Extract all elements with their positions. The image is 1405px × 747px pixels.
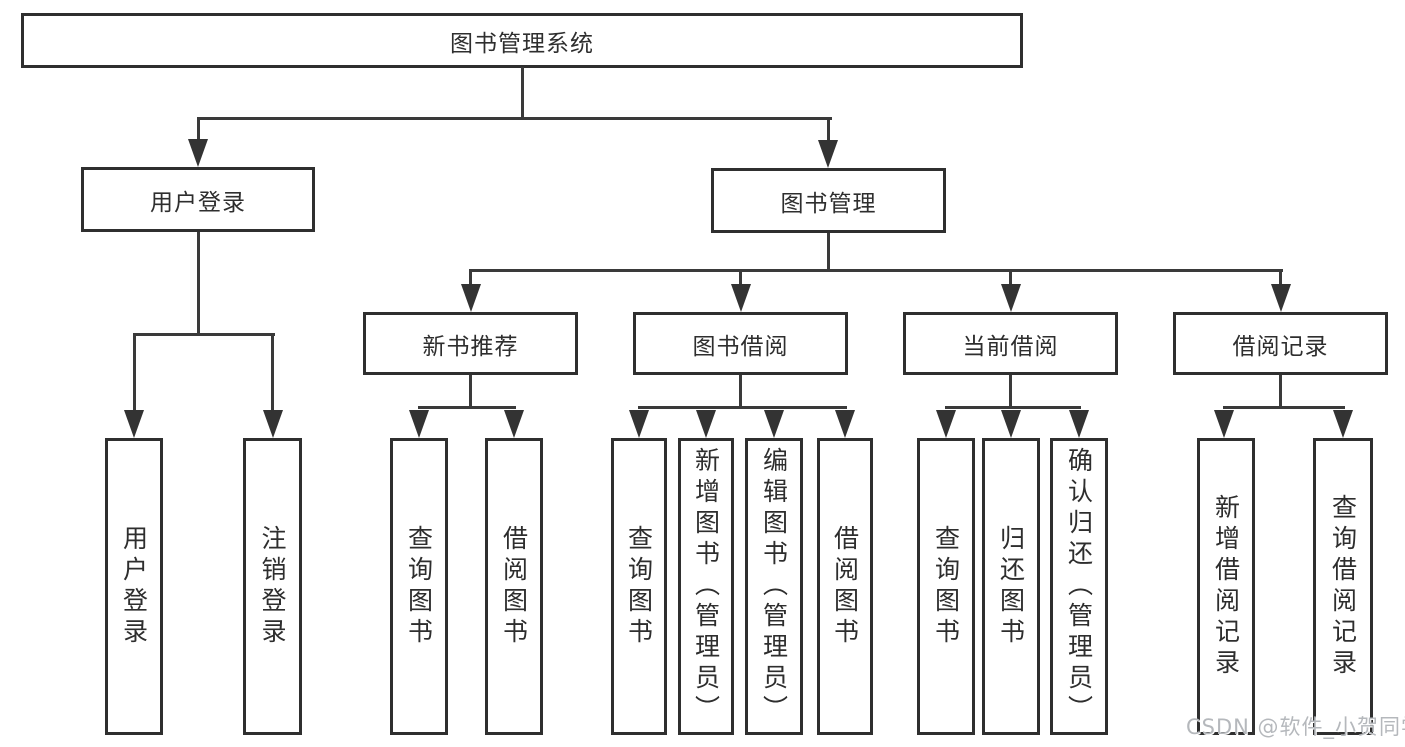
arrow-down-icon (818, 140, 838, 168)
node-book-management: 图书管理 (711, 168, 946, 233)
leaf-borrow-query: 查询图书 (611, 438, 667, 735)
connector-line (132, 333, 275, 336)
leaf-logout-label: 注销登录 (258, 524, 287, 649)
node-user-login: 用户登录 (81, 167, 315, 232)
leaf-user-login: 用户登录 (105, 438, 163, 735)
leaf-borrow-edit-admin-label: 编辑图书（管理员） (759, 447, 789, 726)
connector-line (469, 269, 1283, 272)
leaf-records-query-label: 查询借阅记录 (1328, 493, 1358, 680)
leaf-user-login-label: 用户登录 (119, 524, 149, 649)
connector-line (826, 233, 830, 272)
leaf-newbook-query: 查询图书 (390, 438, 448, 735)
connector-line (944, 406, 1081, 409)
node-book-borrow-label: 图书借阅 (692, 333, 789, 360)
leaf-borrow-borrow: 借阅图书 (817, 438, 873, 735)
leaf-borrow-edit-admin: 编辑图书（管理员） (745, 438, 803, 735)
node-current-borrow: 当前借阅 (903, 312, 1118, 375)
arrow-down-icon (1214, 410, 1234, 438)
leaf-current-query: 查询图书 (917, 438, 975, 735)
connector-line (1279, 269, 1282, 287)
node-borrow-records-label: 借阅记录 (1232, 333, 1329, 360)
connector-line (1279, 375, 1282, 409)
connector-line (196, 232, 200, 336)
arrow-down-icon (262, 410, 283, 438)
arrow-down-icon (629, 410, 649, 438)
arrow-down-icon (936, 410, 956, 438)
arrow-down-icon (504, 410, 524, 438)
arrow-down-icon (696, 410, 716, 438)
leaf-records-add-label: 新增借阅记录 (1211, 493, 1241, 680)
leaf-current-confirm-admin-label: 确认归还（管理员） (1064, 447, 1094, 726)
arrow-down-icon (188, 139, 208, 167)
arrow-down-icon (124, 410, 144, 438)
node-new-book-recommend: 新书推荐 (363, 312, 578, 375)
connector-line (132, 333, 136, 413)
arrow-down-icon (1001, 410, 1021, 438)
csdn-watermark: CSDN @软件_小贺同学 (1186, 715, 1405, 739)
leaf-borrow-add-admin-label: 新增图书（管理员） (691, 447, 721, 726)
connector-line (739, 269, 742, 287)
arrow-down-icon (835, 410, 855, 438)
leaf-current-query-label: 查询图书 (931, 524, 961, 649)
connector-line (196, 117, 200, 143)
node-current-borrow-label: 当前借阅 (962, 333, 1059, 360)
arrow-down-icon (409, 410, 429, 438)
leaf-newbook-query-label: 查询图书 (404, 524, 434, 649)
connector-line (1222, 406, 1345, 409)
connector-line (271, 333, 274, 413)
leaf-current-return-label: 归还图书 (996, 524, 1026, 649)
leaf-current-confirm-admin: 确认归还（管理员） (1050, 438, 1108, 735)
leaf-borrow-add-admin: 新增图书（管理员） (678, 438, 734, 735)
connector-line (417, 406, 516, 409)
leaf-records-query: 查询借阅记录 (1313, 438, 1373, 735)
arrow-down-icon (730, 284, 751, 312)
node-user-login-label: 用户登录 (150, 189, 246, 216)
connector-line (637, 406, 847, 409)
arrow-down-icon (1270, 284, 1291, 312)
leaf-newbook-borrow-label: 借阅图书 (499, 524, 529, 649)
leaf-newbook-borrow: 借阅图书 (485, 438, 543, 735)
connector-line (520, 67, 524, 119)
node-book-management-label: 图书管理 (780, 190, 877, 217)
connector-line (469, 375, 472, 409)
connector-line (1009, 375, 1012, 409)
node-root: 图书管理系统 (21, 13, 1023, 68)
node-new-book-recommend-label: 新书推荐 (422, 333, 519, 360)
connector-line (196, 117, 832, 120)
leaf-borrow-query-label: 查询图书 (624, 524, 654, 649)
connector-line (826, 117, 830, 143)
arrow-down-icon (1333, 410, 1353, 438)
arrow-down-icon (1069, 410, 1089, 438)
node-borrow-records: 借阅记录 (1173, 312, 1388, 375)
arrow-down-icon (460, 284, 481, 312)
connector-line (1009, 269, 1012, 287)
leaf-borrow-borrow-label: 借阅图书 (830, 524, 860, 649)
leaf-records-add: 新增借阅记录 (1197, 438, 1255, 735)
connector-line (739, 375, 742, 409)
leaf-current-return: 归还图书 (982, 438, 1040, 735)
connector-line (469, 269, 472, 287)
arrow-down-icon (764, 410, 784, 438)
arrow-down-icon (1000, 284, 1021, 312)
leaf-logout: 注销登录 (243, 438, 302, 735)
node-root-label: 图书管理系统 (450, 30, 594, 57)
node-book-borrow: 图书借阅 (633, 312, 848, 375)
